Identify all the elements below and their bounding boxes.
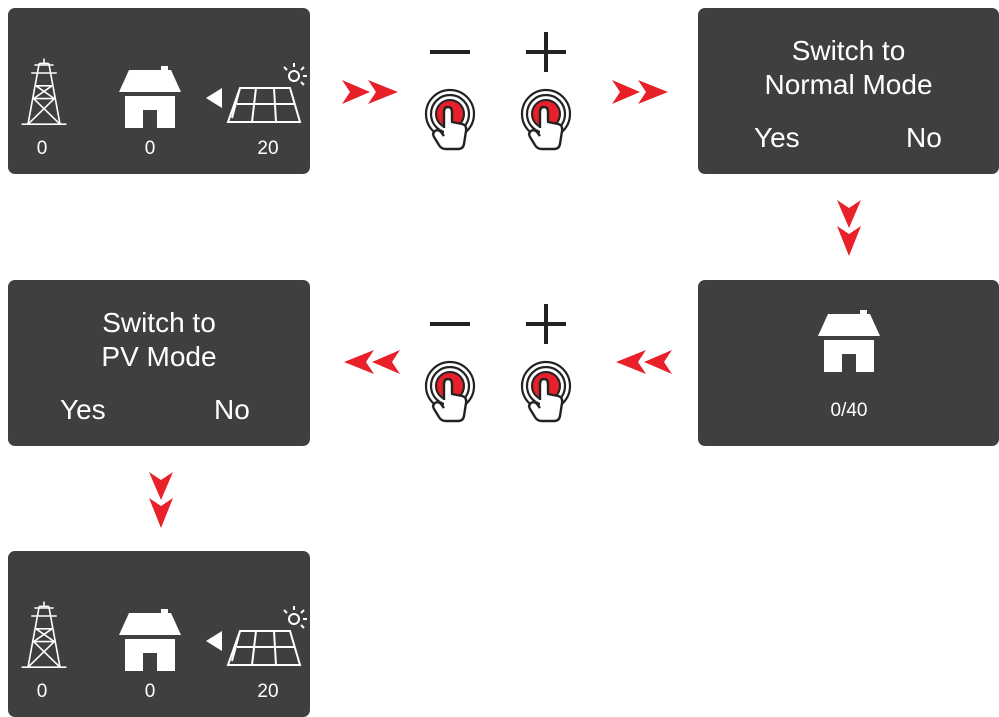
solar-panel-icon xyxy=(227,62,308,123)
pv-mode-dialog: Switch to PV Mode Yes No xyxy=(8,280,310,446)
dialog-title-line1: Switch to xyxy=(791,35,906,66)
no-option[interactable]: No xyxy=(214,394,250,425)
minus-icon xyxy=(430,322,470,326)
dialog-title-line1: Switch to xyxy=(102,307,216,338)
press-hand-icon xyxy=(424,360,476,423)
house-icon xyxy=(818,310,880,372)
dialog-title-line2: Normal Mode xyxy=(764,69,933,100)
plus-button[interactable] xyxy=(518,88,574,152)
flow-arrow-down-2 xyxy=(149,472,173,528)
power-screen-bottom-icons xyxy=(20,600,308,671)
plus-button[interactable] xyxy=(518,360,574,424)
grid-value: 0 xyxy=(36,138,48,159)
home-power-value: 0/40 xyxy=(830,400,868,421)
flow-arrow-right-2 xyxy=(612,80,668,104)
press-hand-icon xyxy=(424,88,476,151)
power-screen-top: 0 0 20 xyxy=(8,8,310,174)
button-group-top xyxy=(420,30,590,160)
press-hand-icon xyxy=(520,360,572,423)
press-hand-icon xyxy=(520,88,572,151)
dialog-title-line2: PV Mode xyxy=(101,341,217,372)
house-icon xyxy=(119,609,181,671)
yes-option[interactable]: Yes xyxy=(754,122,800,153)
grid-tower-icon xyxy=(20,600,68,669)
flow-arrow-left-1 xyxy=(616,350,672,374)
power-screen-top-icons xyxy=(20,57,308,128)
minus-button[interactable] xyxy=(422,88,478,152)
home-value: 0 xyxy=(144,138,156,159)
minus-button[interactable] xyxy=(422,360,478,424)
home-value: 0 xyxy=(144,681,156,702)
normal-mode-dialog: Switch to Normal Mode Yes No xyxy=(698,8,999,174)
pv-value: 20 xyxy=(257,138,279,159)
plus-icon-vertical xyxy=(544,32,548,72)
minus-icon xyxy=(430,50,470,54)
flow-arrow-down-1 xyxy=(837,200,861,256)
yes-option[interactable]: Yes xyxy=(60,394,106,425)
grid-value: 0 xyxy=(36,681,48,702)
button-group-middle xyxy=(420,302,590,432)
solar-panel-icon xyxy=(227,605,308,666)
no-option[interactable]: No xyxy=(906,122,942,153)
plus-icon-vertical xyxy=(544,304,548,344)
flow-arrow-right-1 xyxy=(342,80,398,104)
flow-arrow-left-2 xyxy=(344,350,400,374)
home-screen: 0/40 xyxy=(698,280,999,446)
flow-arrow-icon xyxy=(206,631,222,651)
house-icon xyxy=(119,66,181,128)
power-screen-bottom: 0 0 20 xyxy=(8,551,310,717)
flow-arrow-icon xyxy=(206,88,222,108)
pv-value: 20 xyxy=(257,681,279,702)
grid-tower-icon xyxy=(20,57,68,126)
